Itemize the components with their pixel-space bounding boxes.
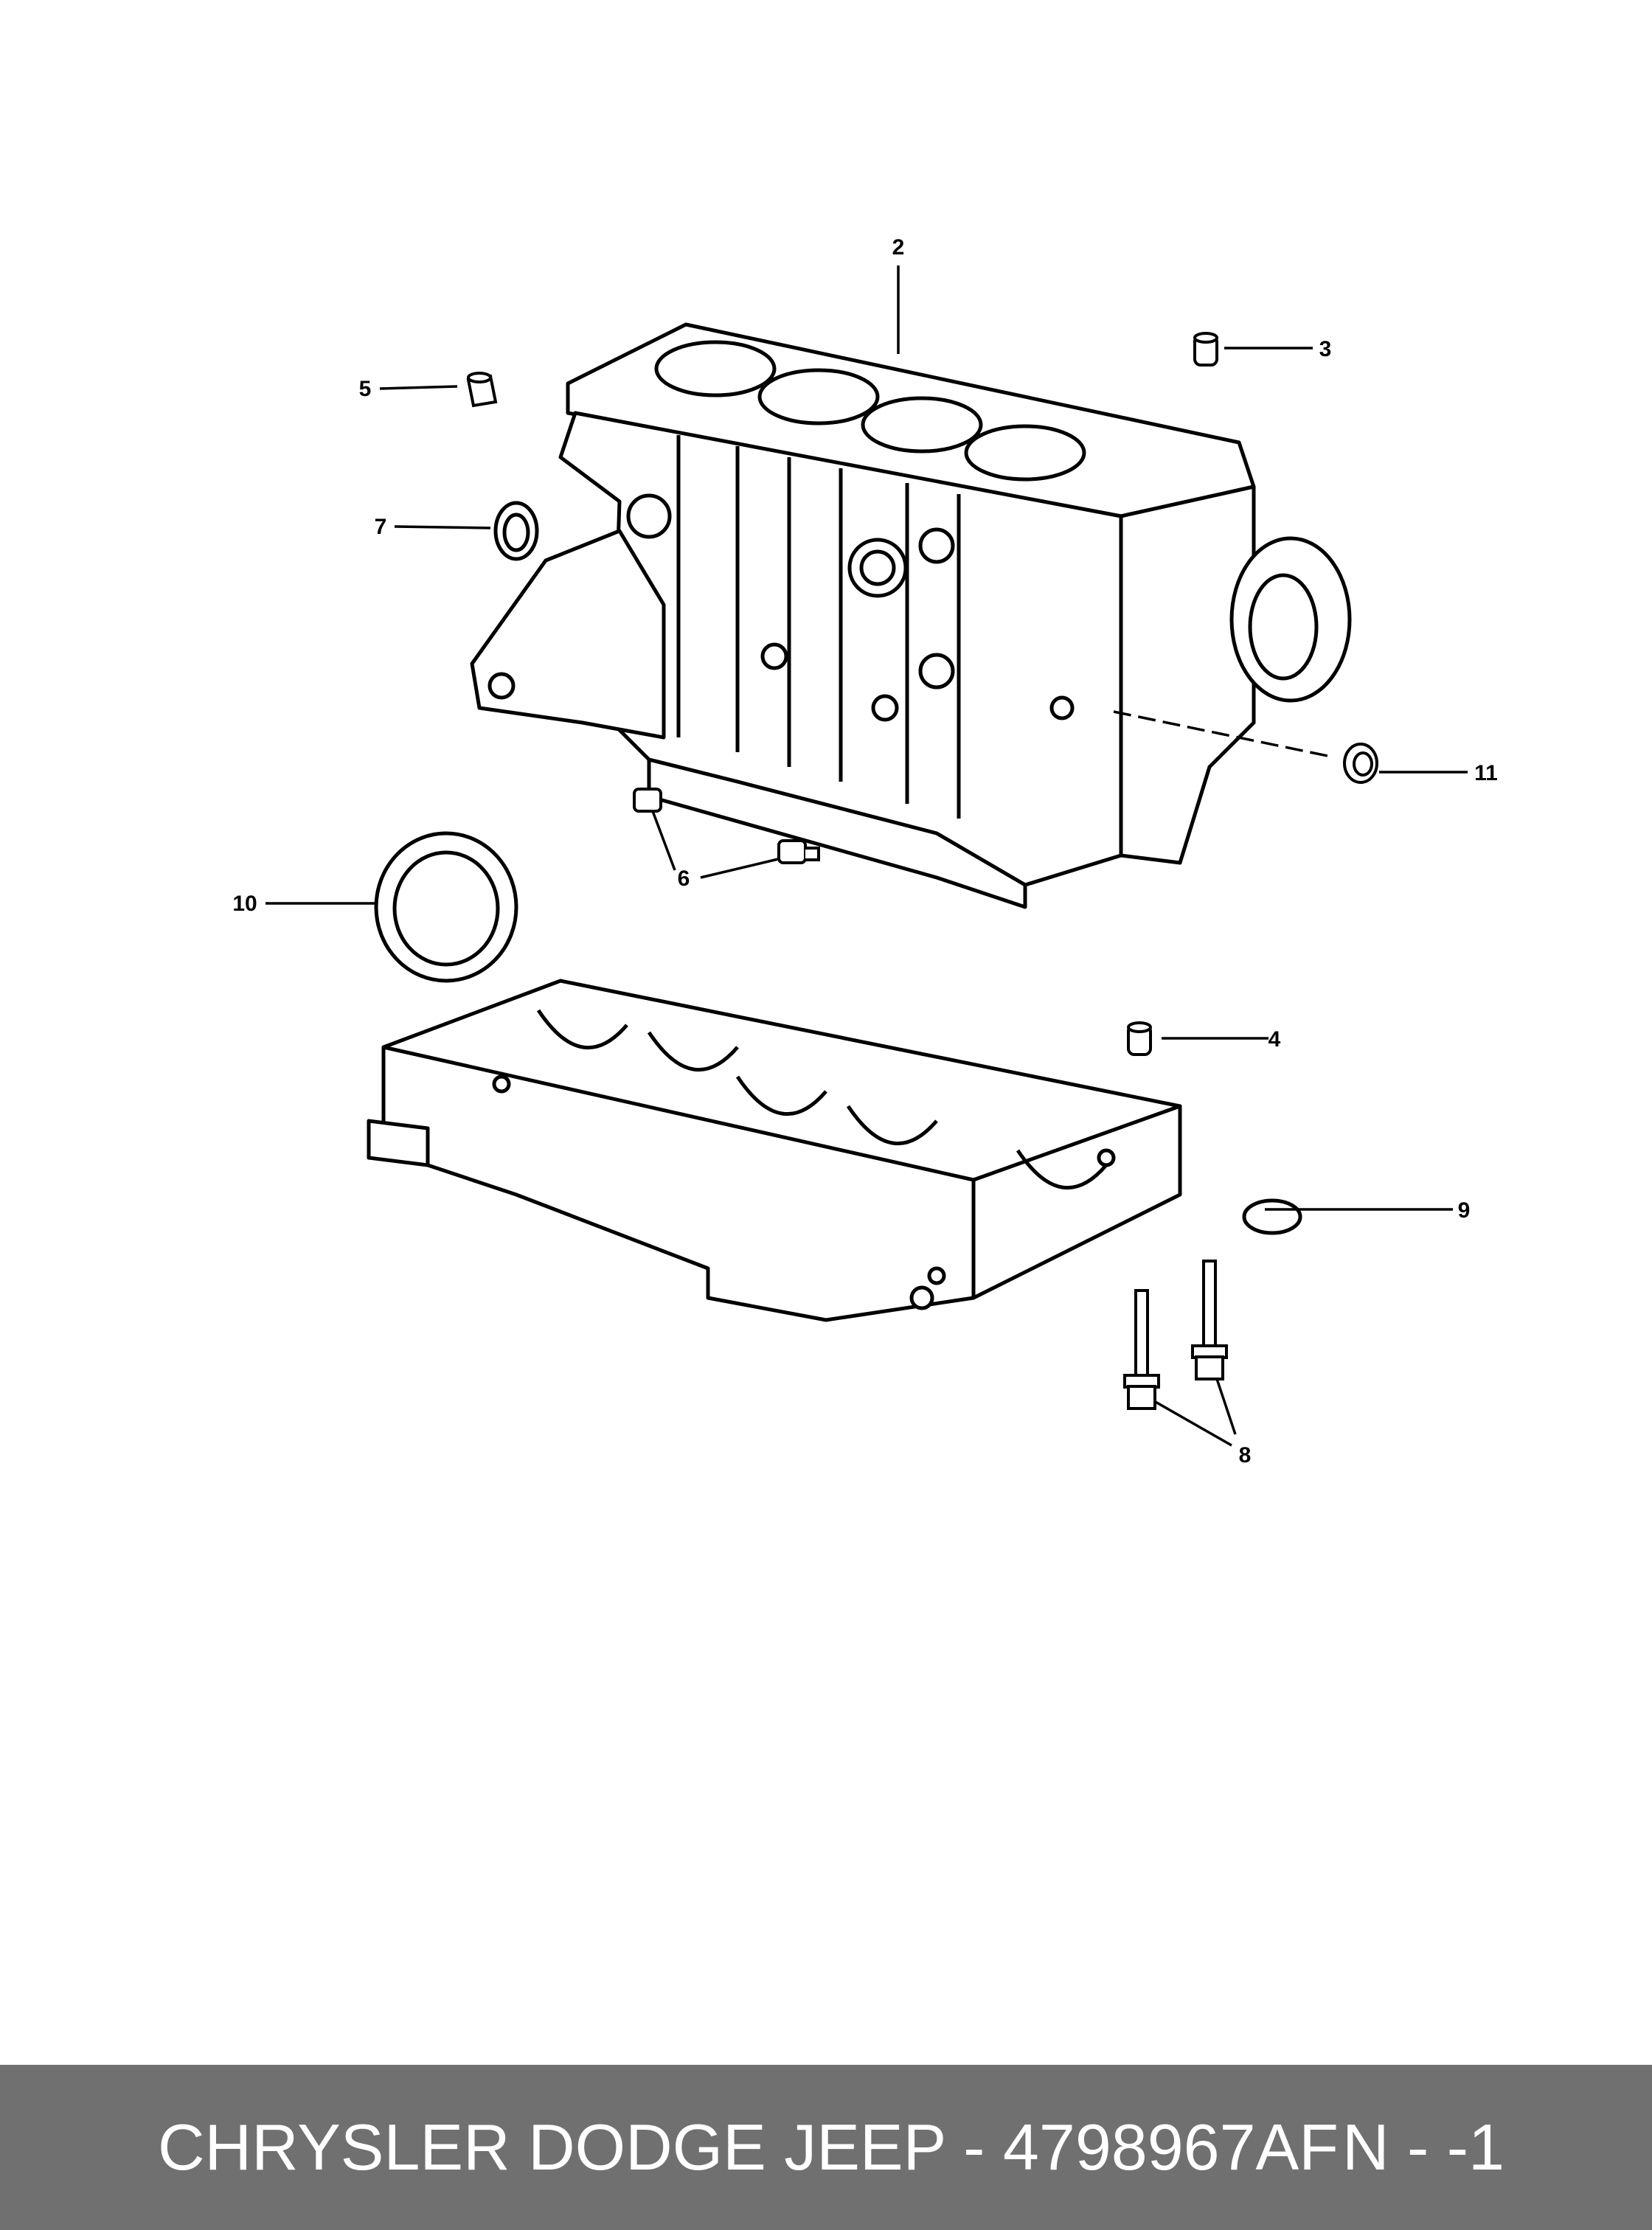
seal-7 — [493, 501, 539, 561]
plug-6 — [633, 788, 820, 864]
bolts-8 — [1123, 1260, 1228, 1410]
cylinder-bore-1 — [654, 340, 777, 397]
footer-bar: CHRYSLER DODGE JEEP - 4798967AF N - -1 — [0, 2065, 1652, 2230]
callout-3: 3 — [1319, 337, 1332, 361]
rear-main-seal-10 — [374, 831, 518, 983]
callout-6: 6 — [678, 866, 690, 891]
cylinder-bore-3 — [861, 396, 983, 454]
callouts: 2 3 4 5 6 7 8 9 10 11 — [232, 235, 1498, 1467]
footer-brand-part-number: CHRYSLER DODGE JEEP - 4798967AF — [158, 2111, 1339, 2184]
leader-lines — [266, 265, 1468, 1447]
bearing-bedplate — [367, 979, 1182, 1322]
callout-11: 11 — [1474, 761, 1498, 785]
exploded-parts-diagram: 2 3 4 5 6 7 8 9 10 11 — [232, 235, 1498, 1467]
engine-block — [470, 322, 1352, 909]
cylinder-bore-2 — [757, 368, 880, 425]
cylinder-bore-4 — [964, 424, 1086, 482]
callout-8: 8 — [1239, 1443, 1252, 1467]
callout-9: 9 — [1458, 1198, 1471, 1223]
plug-5 — [466, 372, 498, 408]
callout-5: 5 — [359, 377, 372, 401]
o-ring-9 — [1242, 1198, 1302, 1235]
callout-10: 10 — [232, 892, 257, 916]
plug-11 — [1343, 743, 1378, 784]
callout-4: 4 — [1268, 1027, 1281, 1052]
dowel-pin-4 — [1127, 1021, 1152, 1056]
callout-7: 7 — [375, 515, 387, 539]
footer-reference: N - -1 — [1342, 2111, 1504, 2184]
dowel-pin-3 — [1193, 332, 1218, 367]
callout-2: 2 — [892, 235, 905, 260]
